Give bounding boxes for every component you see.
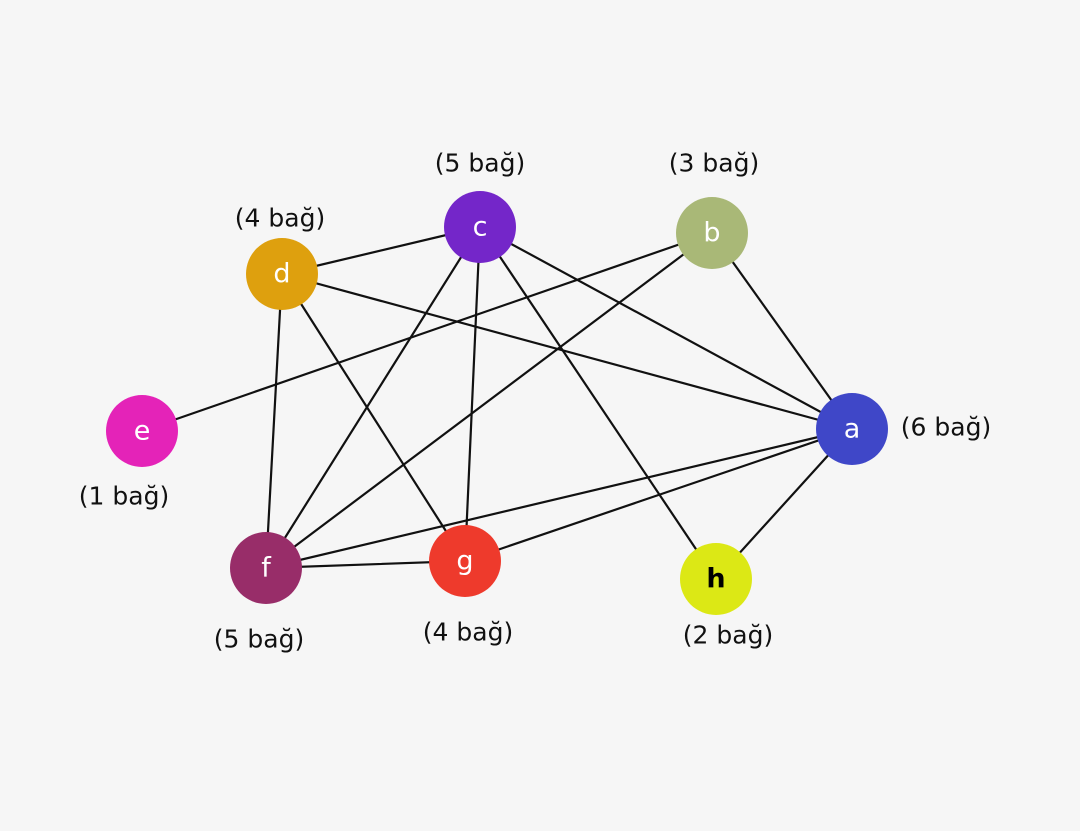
edge-c-a — [478, 225, 854, 431]
node-f: f — [230, 532, 302, 604]
node-g-label: g — [456, 546, 473, 577]
edge-d-f — [264, 272, 284, 570]
node-h-label: h — [706, 564, 725, 595]
node-g-circle — [429, 525, 501, 597]
degree-label-c: (5 bağ) — [435, 149, 525, 178]
node-e: e — [106, 395, 178, 467]
edge-d-a — [280, 272, 854, 431]
node-a: a — [816, 393, 888, 465]
degree-label-g: (4 bağ) — [423, 618, 513, 647]
edge-c-g — [463, 225, 482, 563]
degree-label-f: (5 bağ) — [214, 625, 304, 654]
node-h: h — [680, 543, 752, 615]
degree-labels-layer: (6 bağ) (3 bağ) (5 bağ) (4 bağ) (1 bağ) (5 ba… — [79, 149, 991, 654]
degree-label-d: (4 bağ) — [235, 204, 325, 233]
node-b-label: b — [703, 218, 720, 249]
nodes-layer: a b c d e f g h — [106, 191, 888, 615]
node-b: b — [676, 197, 748, 269]
degree-label-b: (3 bağ) — [669, 149, 759, 178]
edge-d-g — [280, 272, 467, 563]
edge-a-g — [463, 427, 854, 563]
node-e-circle — [106, 395, 178, 467]
edge-b-a — [710, 231, 854, 431]
node-a-label: a — [844, 414, 861, 445]
edge-c-h — [478, 225, 718, 581]
degree-label-a: (6 bağ) — [901, 413, 991, 442]
node-c-circle — [444, 191, 516, 263]
node-d-circle — [246, 238, 318, 310]
node-c-label: c — [473, 212, 488, 243]
node-d: d — [246, 238, 318, 310]
node-g: g — [429, 525, 501, 597]
node-d-label: d — [273, 259, 290, 290]
node-c: c — [444, 191, 516, 263]
node-f-circle — [230, 532, 302, 604]
degree-label-h: (2 bağ) — [683, 621, 773, 650]
node-a-circle — [816, 393, 888, 465]
node-h-circle — [680, 543, 752, 615]
node-e-label: e — [134, 416, 151, 447]
edge-b-f — [264, 231, 714, 570]
edge-c-f — [264, 225, 482, 570]
node-f-label: f — [261, 553, 272, 584]
degree-label-e: (1 bağ) — [79, 482, 169, 511]
edge-b-e — [140, 231, 714, 433]
edge-a-f — [264, 427, 854, 570]
node-b-circle — [676, 197, 748, 269]
